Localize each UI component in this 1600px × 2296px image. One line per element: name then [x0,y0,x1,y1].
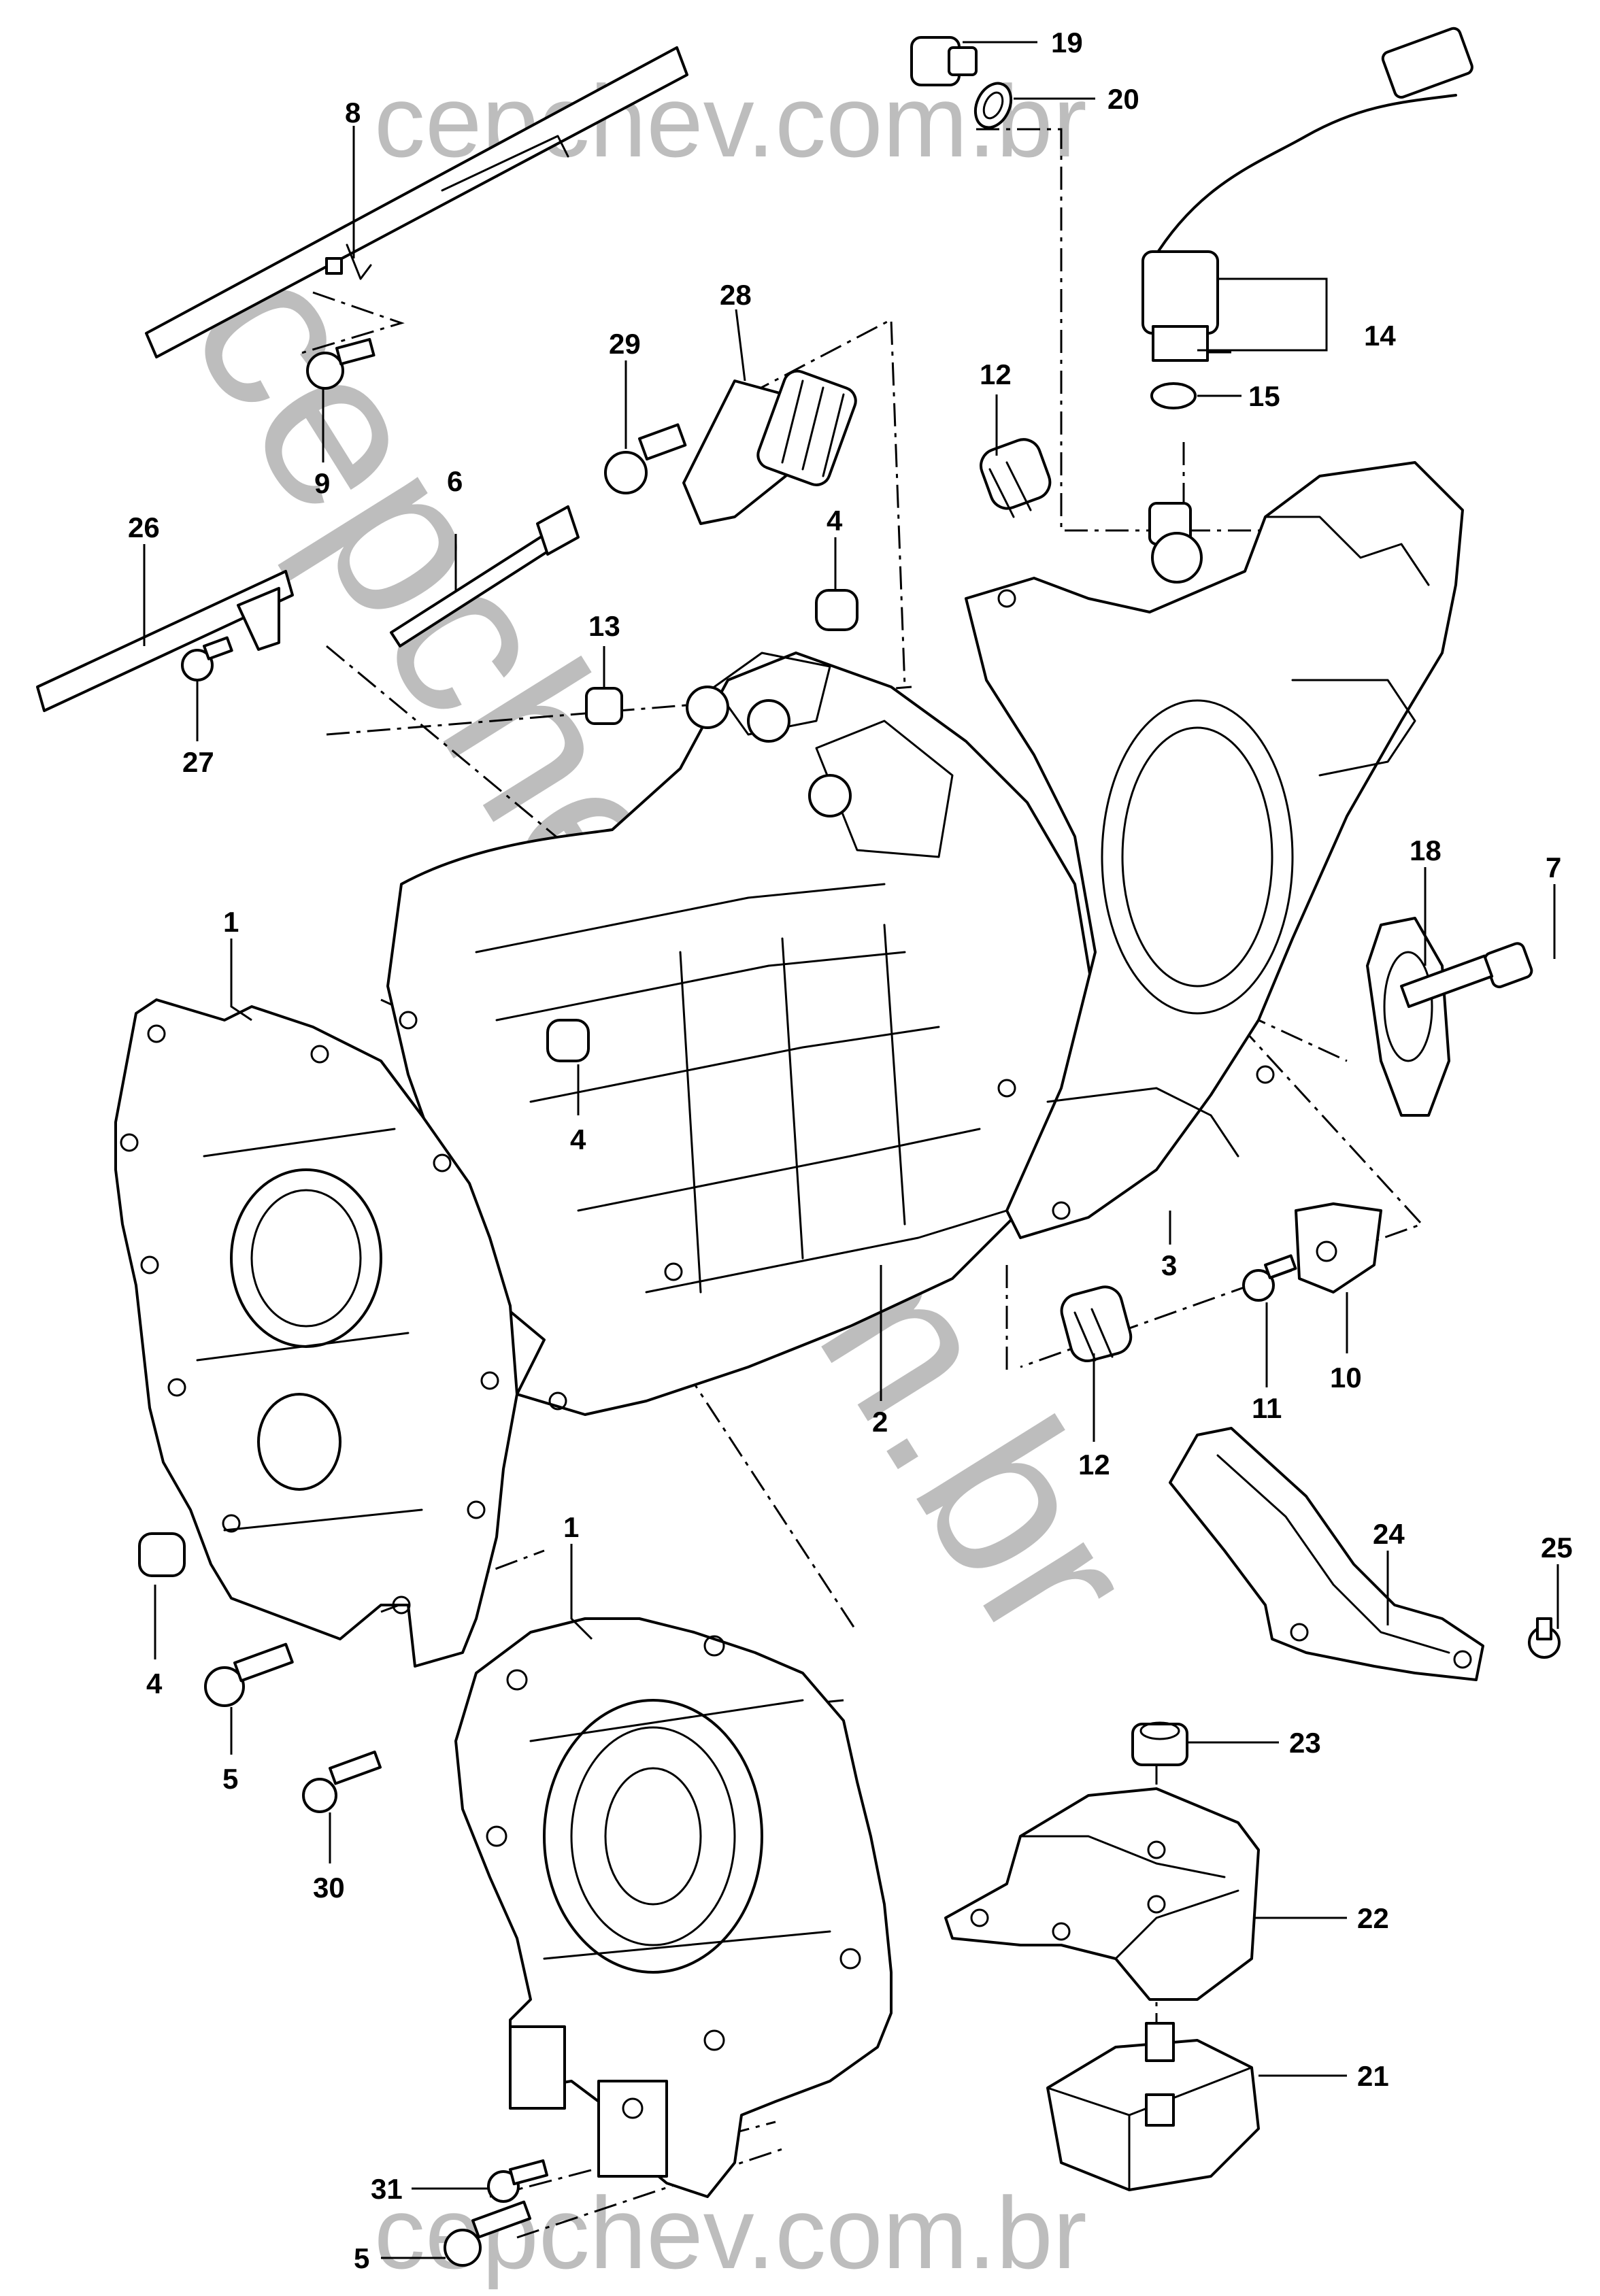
callout-25: 25 [1541,1532,1573,1564]
part-2-intermediate-case [386,652,1097,1416]
callout-7: 7 [1546,851,1561,883]
part-19-plug [910,36,978,86]
callout-12-upper: 12 [980,358,1012,390]
callout-21: 21 [1357,2060,1389,2092]
callout-1-upper: 1 [223,906,239,938]
part-4-dowel-upper [815,589,859,631]
callout-5-upper: 5 [222,1763,238,1795]
part-22-mount-bracket [944,1787,1260,2001]
callout-24: 24 [1373,1518,1405,1550]
leader-lines [143,41,1559,2259]
callout-1-lower: 1 [563,1511,579,1543]
part-9-bolt [306,338,376,390]
callout-28: 28 [720,279,752,311]
callout-19: 19 [1051,27,1083,58]
callout-23: 23 [1289,1727,1321,1759]
part-1-adapter-case-lower [454,1617,893,2198]
callout-3: 3 [1161,1249,1177,1281]
part-18-gasket [1366,917,1450,1117]
part-1-adapter-case-left [114,998,518,1668]
part-30-bolt [302,1751,382,1813]
callout-4-lower: 4 [146,1668,163,1700]
callout-14: 14 [1364,320,1396,352]
part-11-bolt [1242,1254,1297,1302]
part-28-driven-gear [682,369,857,525]
callout-27: 27 [182,746,214,778]
part-12-spring-upper [980,438,1052,518]
part-25-bolt [1528,1617,1561,1659]
part-23-nut [1131,1721,1188,1766]
part-14-switch [1141,27,1473,362]
callout-4-upper: 4 [827,505,843,537]
part-31-bolt [487,2159,548,2203]
part-4-dowel-lower [138,1532,186,1577]
callout-2: 2 [872,1406,888,1438]
callout-22: 22 [1357,1902,1389,1934]
part-8-guide-plate [145,46,688,358]
part-12-spring-lower [1060,1285,1133,1362]
callout-12-lower: 12 [1078,1449,1110,1481]
part-3-extension-case [965,461,1464,1239]
callout-29: 29 [609,328,641,360]
callout-13: 13 [588,610,620,642]
callout-15: 15 [1248,380,1280,412]
part-20-gasket [973,82,1013,129]
part-7-bolt [1400,942,1533,1009]
part-21-mount-rubber [1046,2022,1260,2191]
part-5-bolt-upper [204,1642,294,1707]
callout-31: 31 [371,2173,403,2205]
callout-18: 18 [1410,834,1441,866]
callout-6: 6 [447,465,463,497]
part-29-bolt [604,423,687,494]
callout-26: 26 [128,511,160,543]
part-10-plate [1295,1202,1382,1294]
callout-11: 11 [1252,1392,1282,1424]
part-15-gasket [1150,382,1197,409]
part-24-bracket [1169,1427,1484,1681]
part-5-bolt-lower [444,2200,532,2267]
callout-5-lower: 5 [354,2242,369,2274]
callout-20: 20 [1107,83,1139,115]
callout-9: 9 [314,467,330,499]
part-13-plug [585,687,623,725]
part-6-long-bolt [390,505,580,647]
callout-10: 10 [1330,1362,1362,1394]
part-27-bolt [181,636,233,681]
part-26-guide-plate [36,570,294,712]
callout-4-middle: 4 [570,1124,586,1155]
callout-numbers: 19 20 8 14 15 28 29 9 12 6 26 4 13 27 18… [128,27,1573,2274]
callout-30: 30 [313,1872,345,1904]
part-4-dowel-middle [546,1019,590,1062]
callout-8: 8 [345,97,361,129]
